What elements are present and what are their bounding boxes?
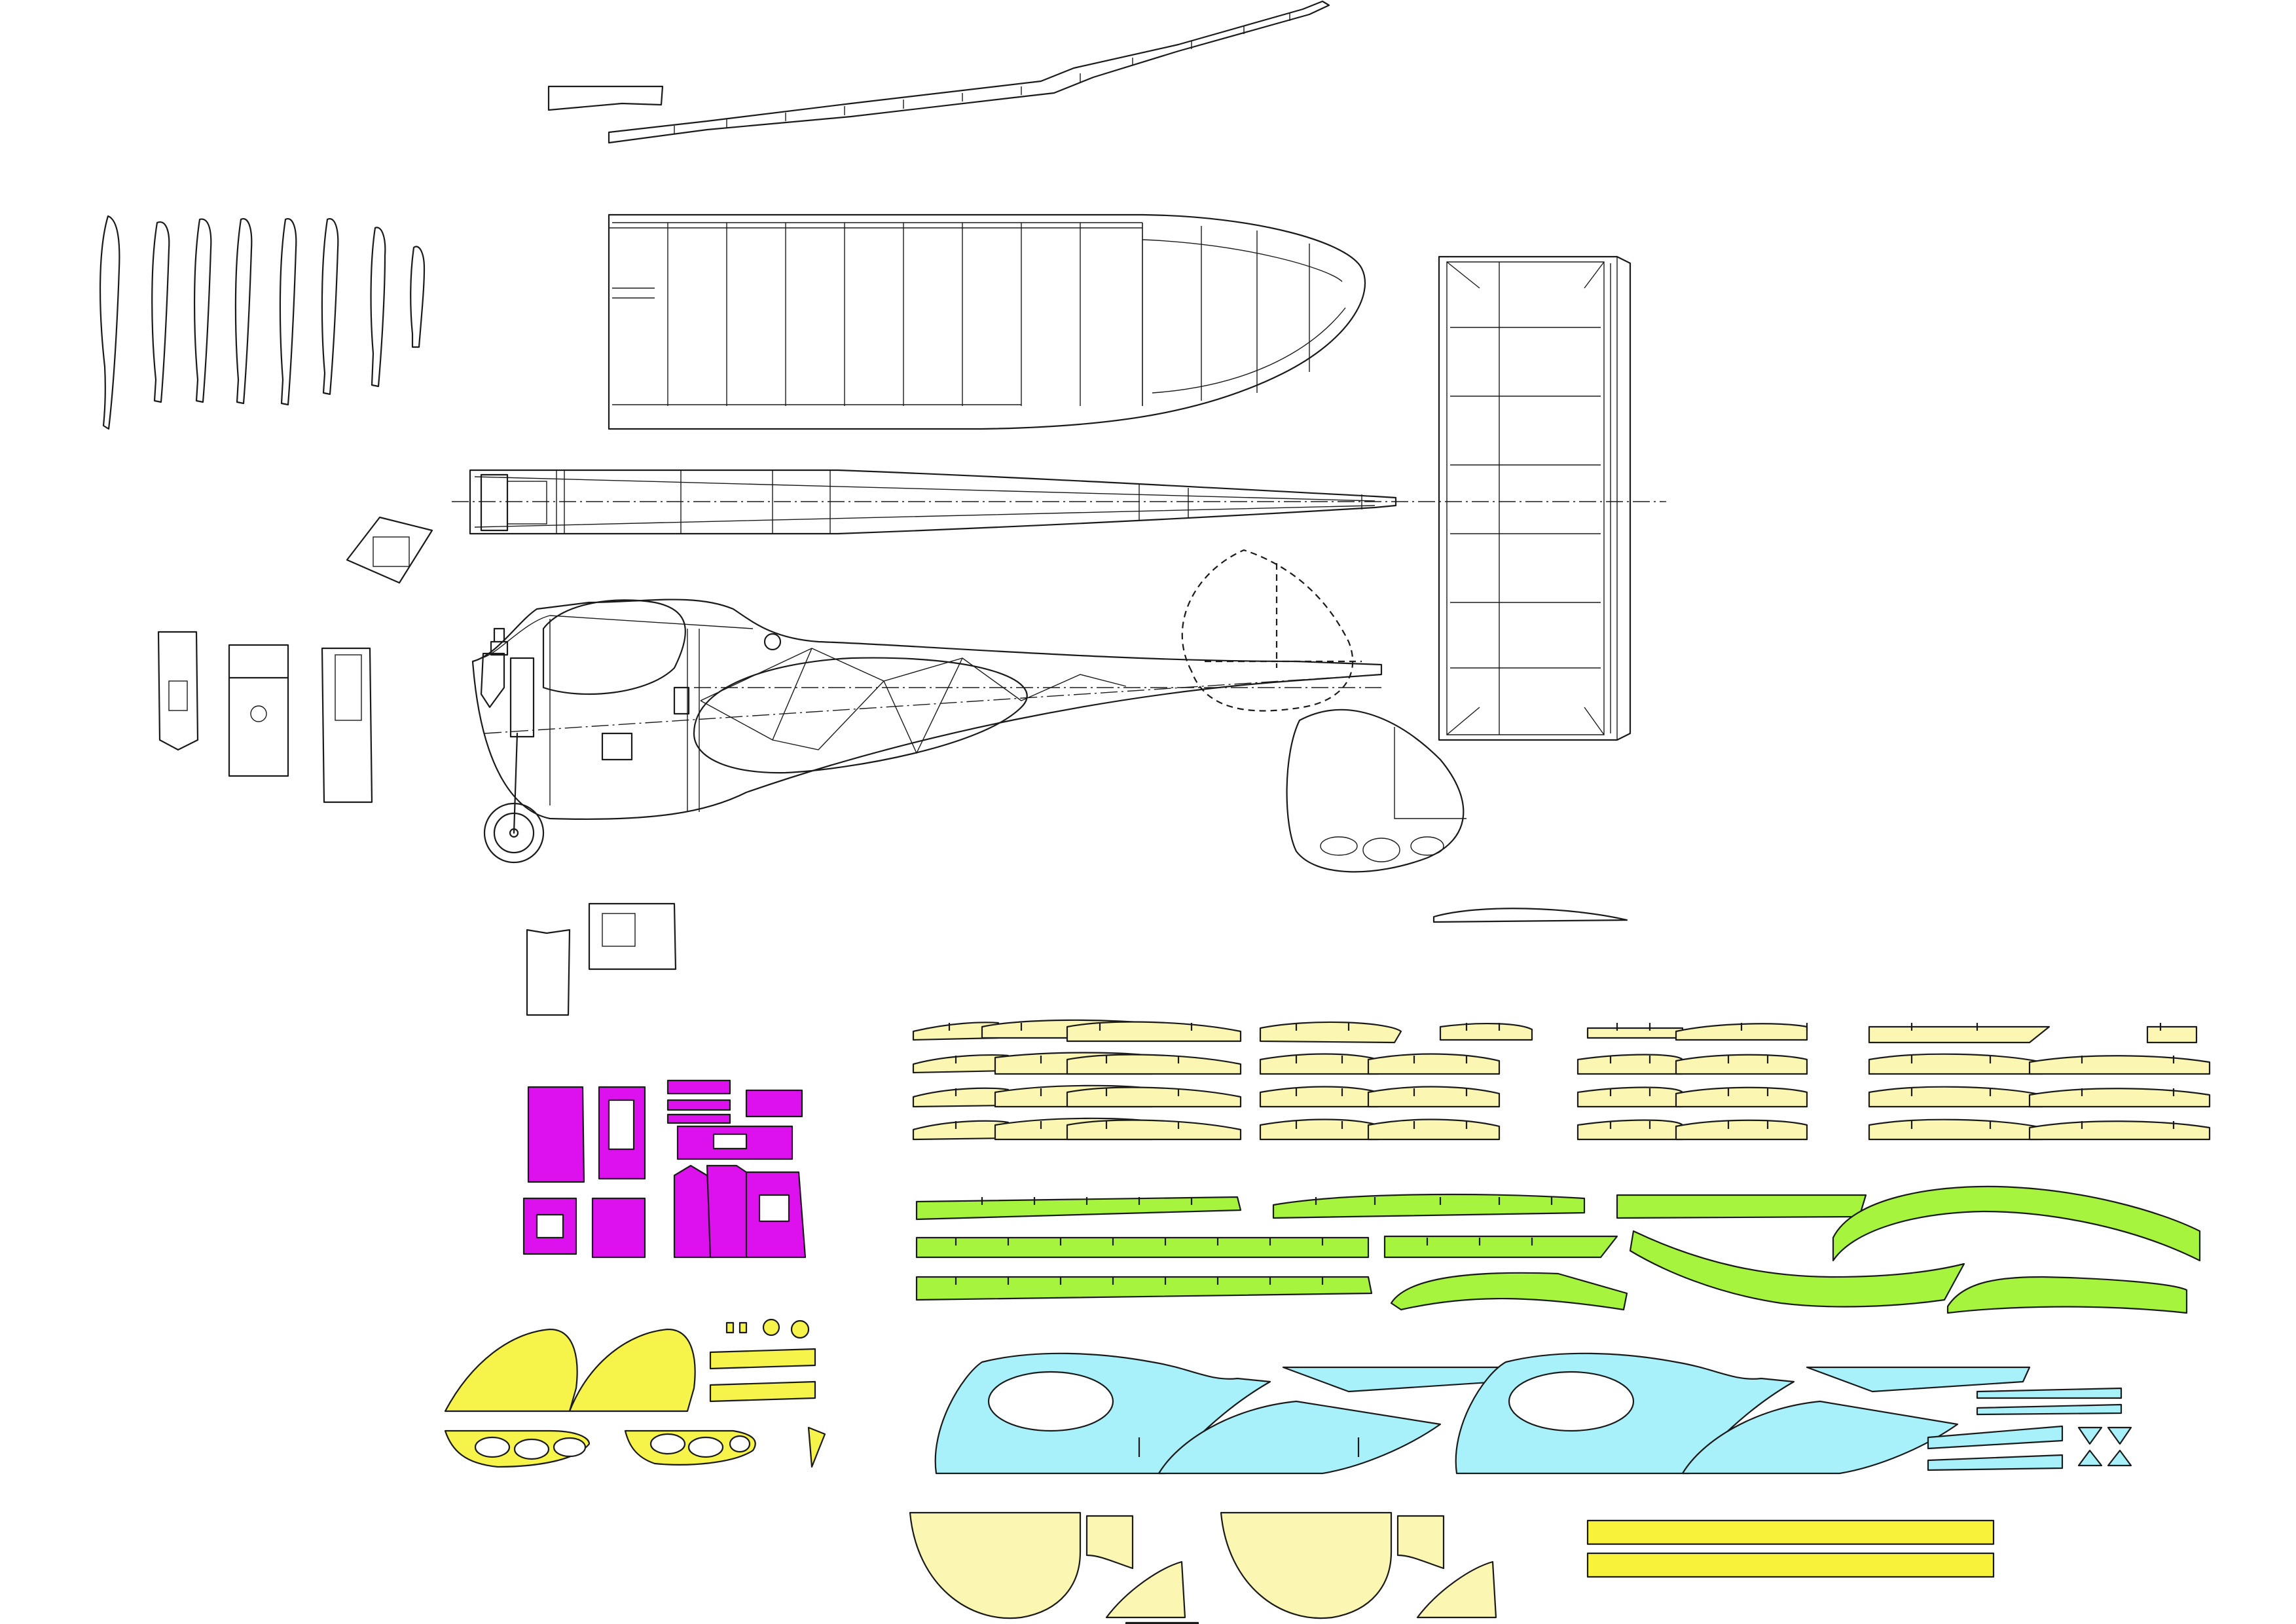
fuselage-side-parts-block [934, 1352, 2132, 1475]
fuselage-top-view [452, 469, 1666, 535]
fuselage-side-view [471, 549, 1383, 864]
wing-spar-side-view [547, 0, 1330, 144]
fin-plan-view [1286, 709, 1628, 923]
canopy-parts-block [909, 1511, 1497, 1624]
tail-parts-block [444, 1318, 826, 1468]
part-notch-layer [948, 1023, 2175, 1457]
strip-parts-block [1586, 1519, 1995, 1578]
spar-parts-block [915, 1185, 2201, 1314]
wing-rib-profiles [99, 215, 426, 430]
former-outlines [157, 516, 677, 1016]
rib-parts-block [912, 1019, 2211, 1141]
former-parts-block [522, 1079, 807, 1259]
wing-plan-view [608, 213, 1366, 430]
stabilizer-plan-view [1438, 255, 1631, 741]
